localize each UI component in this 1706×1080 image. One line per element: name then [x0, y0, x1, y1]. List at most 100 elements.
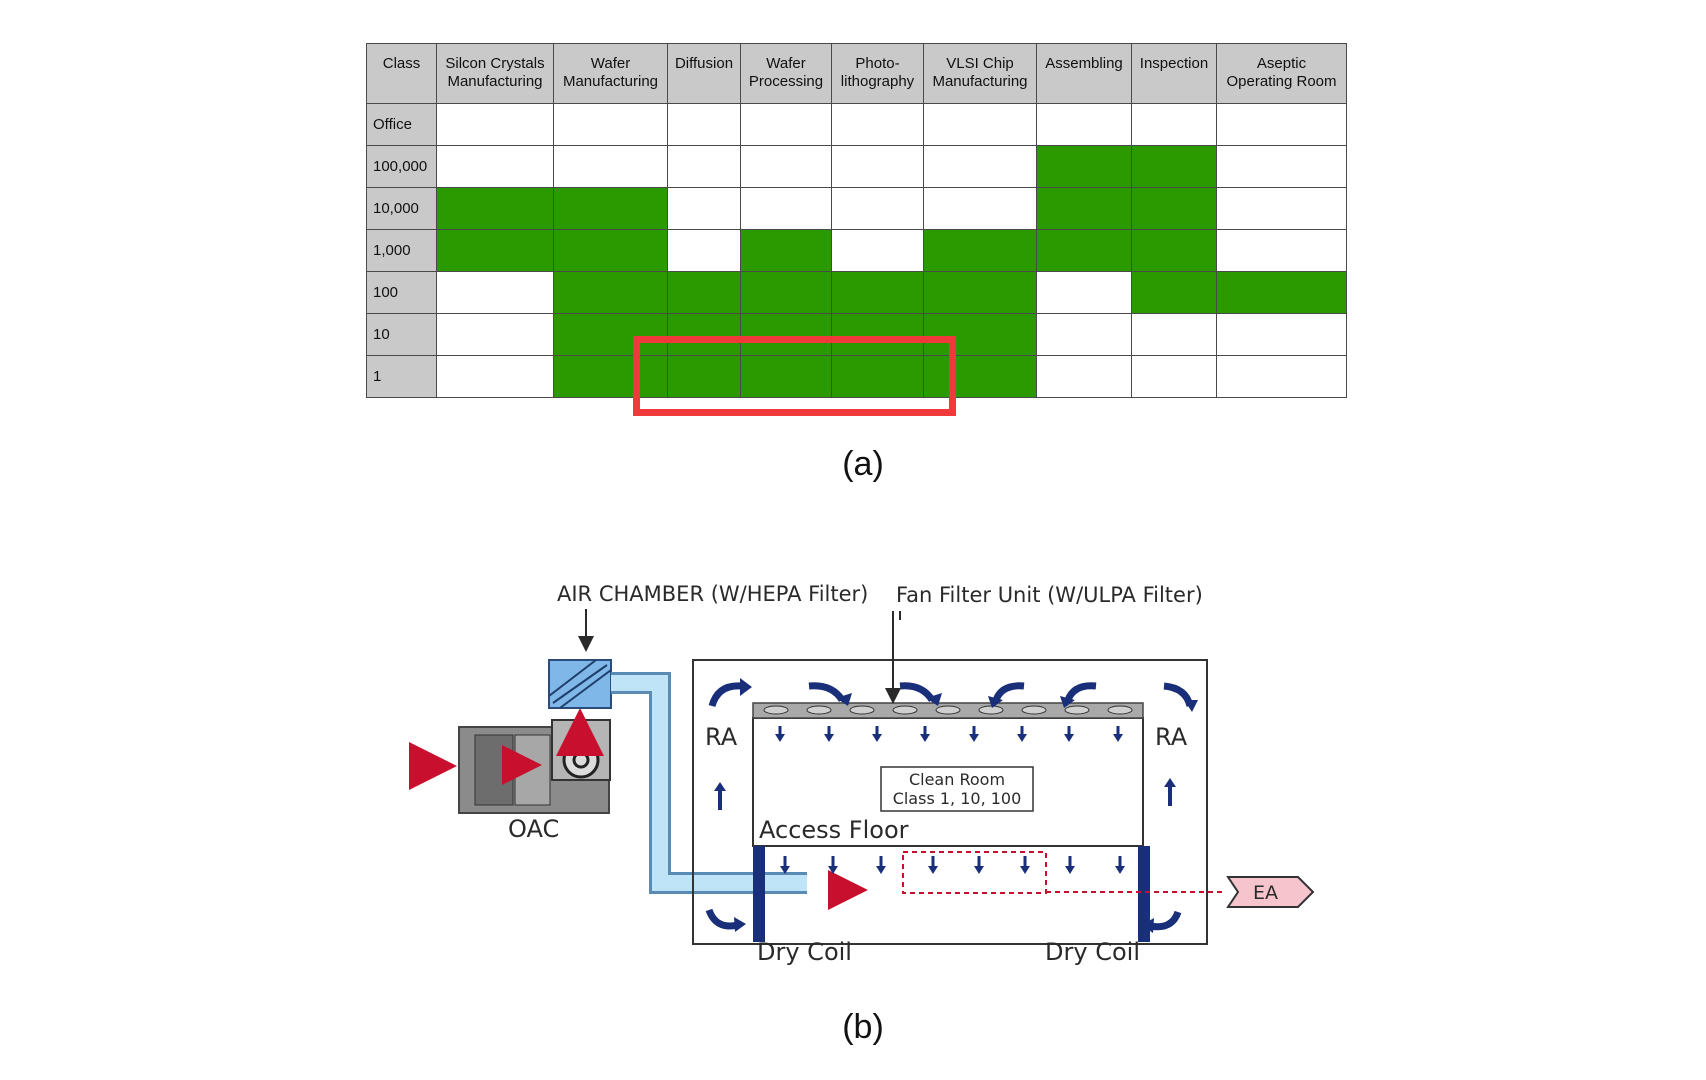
- ra-right-label: RA: [1155, 723, 1188, 751]
- column-header: Assembling: [1036, 43, 1132, 104]
- applicable-cell: [740, 313, 832, 356]
- class-label: 1,000: [366, 229, 437, 272]
- empty-cell: [740, 103, 832, 146]
- class-label: 10,000: [366, 187, 437, 230]
- oac-unit: [458, 719, 611, 814]
- applicable-cell: [553, 229, 668, 272]
- applicable-cell: [436, 229, 554, 272]
- fan-filter-module: [1107, 705, 1133, 715]
- empty-cell: [1036, 355, 1132, 398]
- down-arrow: [775, 726, 785, 742]
- applicable-cell: [923, 271, 1037, 314]
- empty-cell: [667, 103, 741, 146]
- table-row: Office: [366, 103, 1347, 146]
- empty-cell: [553, 103, 668, 146]
- empty-cell: [1036, 103, 1132, 146]
- applicable-cell: [923, 313, 1037, 356]
- class-label: Office: [366, 103, 437, 146]
- empty-cell: [831, 103, 924, 146]
- empty-cell: [1216, 187, 1347, 230]
- table-row: 1: [366, 355, 1347, 398]
- applicable-cell: [1036, 229, 1132, 272]
- applicable-cell: [1131, 187, 1217, 230]
- fan-filter-module: [1064, 705, 1090, 715]
- empty-cell: [923, 103, 1037, 146]
- applicable-cell: [831, 271, 924, 314]
- empty-cell: [831, 145, 924, 188]
- empty-cell: [436, 271, 554, 314]
- caption-b: (b): [842, 1008, 884, 1046]
- fan-filter-module: [935, 705, 961, 715]
- fan-filter-module: [849, 705, 875, 715]
- empty-cell: [436, 103, 554, 146]
- building-outline: [692, 659, 1208, 945]
- empty-cell: [740, 145, 832, 188]
- fan-filter-module: [806, 705, 832, 715]
- applicable-cell: [740, 355, 832, 398]
- empty-cell: [740, 187, 832, 230]
- applicable-cell: [1131, 271, 1217, 314]
- dry-coil-right-label: Dry Coil: [1045, 938, 1140, 966]
- oac-label: OAC: [508, 815, 559, 843]
- applicable-cell: [553, 187, 668, 230]
- down-arrow: [1020, 856, 1030, 874]
- empty-cell: [1216, 355, 1347, 398]
- applicable-cell: [1036, 187, 1132, 230]
- clean-room-label: Clean Room: [909, 770, 1005, 789]
- empty-cell: [1216, 229, 1347, 272]
- column-header: Diffusion: [667, 43, 741, 104]
- down-arrow: [780, 856, 790, 874]
- air-chamber: [548, 659, 612, 709]
- applicable-cell: [831, 313, 924, 356]
- class-label: 10: [366, 313, 437, 356]
- down-arrow: [1017, 726, 1027, 742]
- applicable-cell: [553, 313, 668, 356]
- down-arrow: [1064, 726, 1074, 742]
- applicable-cell: [1131, 145, 1217, 188]
- applicable-cell: [667, 271, 741, 314]
- fan-filter-unit-row: [752, 702, 1144, 719]
- applicable-cell: [740, 229, 832, 272]
- applicable-cell: [740, 271, 832, 314]
- empty-cell: [667, 229, 741, 272]
- ra-left-label: RA: [705, 723, 738, 751]
- applicable-cell: [436, 187, 554, 230]
- class-header: Class: [366, 43, 437, 104]
- exhaust-zone: [902, 851, 1047, 894]
- caption-a: (a): [842, 445, 884, 483]
- class-label: 1: [366, 355, 437, 398]
- down-arrow: [1065, 856, 1075, 874]
- access-floor-label: Access Floor: [759, 816, 909, 844]
- empty-cell: [1216, 145, 1347, 188]
- applicable-cell: [1216, 271, 1347, 314]
- table-row: 1,000: [366, 229, 1347, 272]
- empty-cell: [1036, 313, 1132, 356]
- return-air-arrowheads: [734, 678, 1198, 933]
- empty-cell: [436, 313, 554, 356]
- down-arrow: [828, 856, 838, 874]
- applicable-cell: [667, 313, 741, 356]
- ea-label: EA: [1253, 882, 1278, 904]
- up-arrow: [1164, 778, 1176, 806]
- clean-room-class-label: Class 1, 10, 100: [893, 789, 1022, 808]
- applicable-cell: [831, 355, 924, 398]
- empty-cell: [436, 355, 554, 398]
- cleanroom-airflow-diagram: AIR CHAMBER (W/HEPA Filter) Fan Filter U…: [409, 582, 1315, 966]
- fan-filter-module: [978, 705, 1004, 715]
- ffu-pointer: [893, 611, 900, 700]
- clean-room-label-box: [880, 766, 1034, 812]
- applicable-cell: [553, 355, 668, 398]
- dry-coil-left-label: Dry Coil: [757, 938, 852, 966]
- fan-filter-module: [763, 705, 789, 715]
- dry-coil-left: [753, 846, 765, 942]
- table-row: 10: [366, 313, 1347, 356]
- air-chamber-label: AIR CHAMBER (W/HEPA Filter): [557, 582, 868, 606]
- down-arrow: [974, 856, 984, 874]
- class-label: 100: [366, 271, 437, 314]
